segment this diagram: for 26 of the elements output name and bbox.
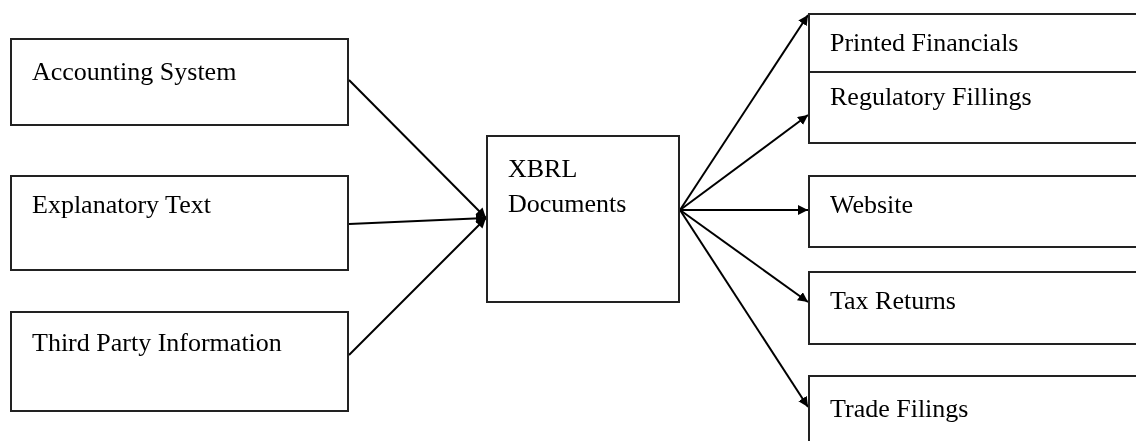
process-box xyxy=(808,271,1136,345)
box-label: Trade Filings xyxy=(830,393,970,425)
process-box xyxy=(808,375,1136,441)
arrow xyxy=(679,209,809,303)
process-box xyxy=(10,175,349,271)
arrow xyxy=(679,14,809,211)
process-box xyxy=(808,71,1136,144)
arrow xyxy=(348,79,487,219)
box-label: Explanatory Text xyxy=(32,189,212,221)
arrow xyxy=(348,213,487,225)
box-label: Printed Financials xyxy=(830,27,1020,59)
box-label: Accounting System xyxy=(32,56,238,88)
process-box xyxy=(486,135,680,303)
process-box xyxy=(808,175,1136,248)
box-label: Website xyxy=(830,189,915,221)
box-label: Third Party Information xyxy=(32,327,283,359)
arrow xyxy=(679,114,809,211)
box-label: Tax Returns xyxy=(830,285,957,317)
box-label: Regulatory Fillings xyxy=(830,81,1033,113)
process-box xyxy=(10,311,349,412)
arrow xyxy=(679,205,809,215)
process-box xyxy=(808,13,1136,73)
process-box xyxy=(10,38,349,126)
arrow xyxy=(679,209,809,408)
arrow xyxy=(348,217,487,356)
box-label: XBRL Documents xyxy=(508,153,628,220)
